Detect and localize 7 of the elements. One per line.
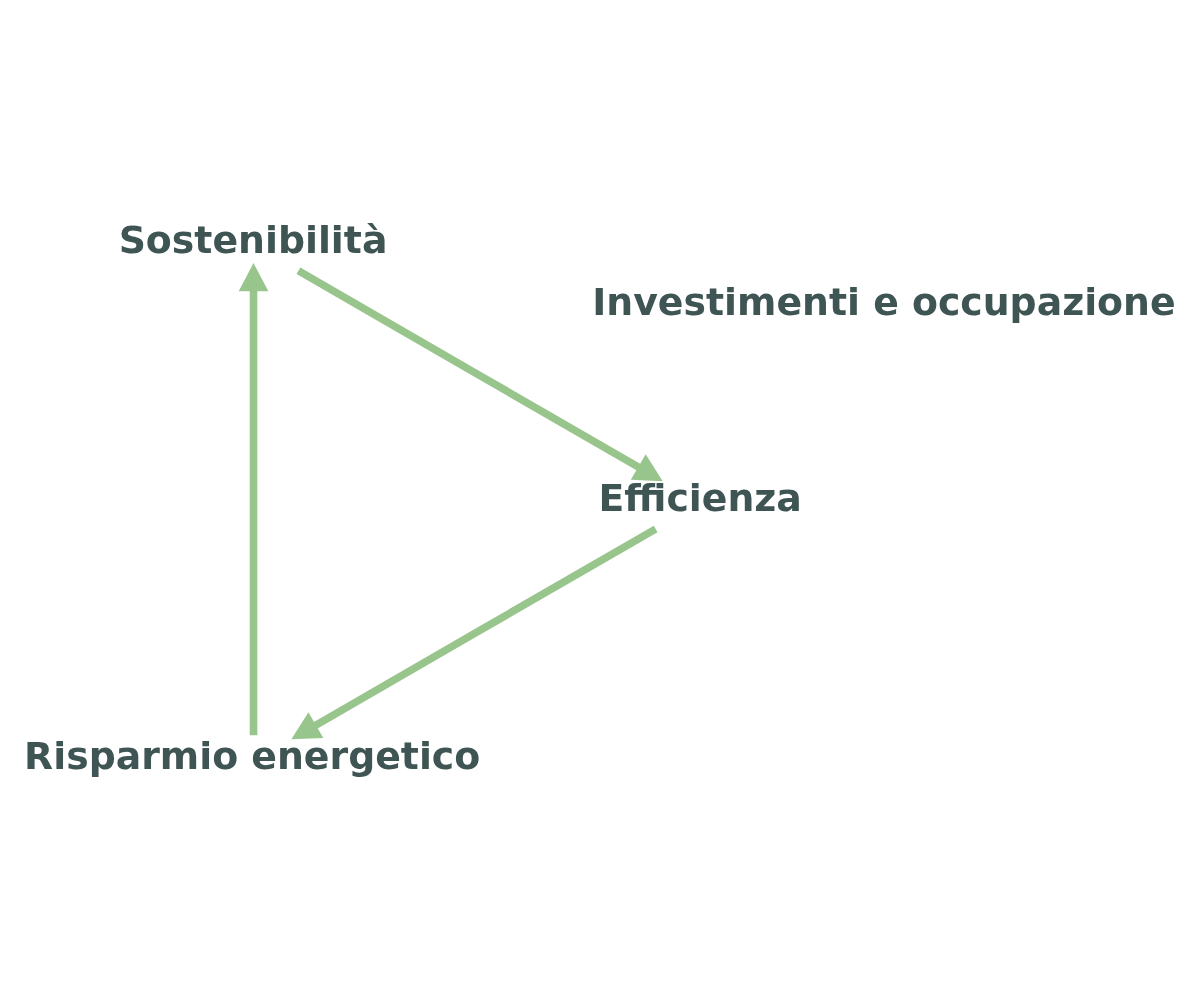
label: Investimenti e occupazione	[592, 279, 1176, 324]
node-text: Risparmio energetico	[24, 734, 481, 779]
arrow	[238, 263, 269, 736]
arrow	[296, 267, 663, 482]
node-text: Sostenibilità	[118, 218, 388, 263]
arrow	[291, 525, 658, 740]
node-text: Efficienza	[598, 476, 802, 521]
